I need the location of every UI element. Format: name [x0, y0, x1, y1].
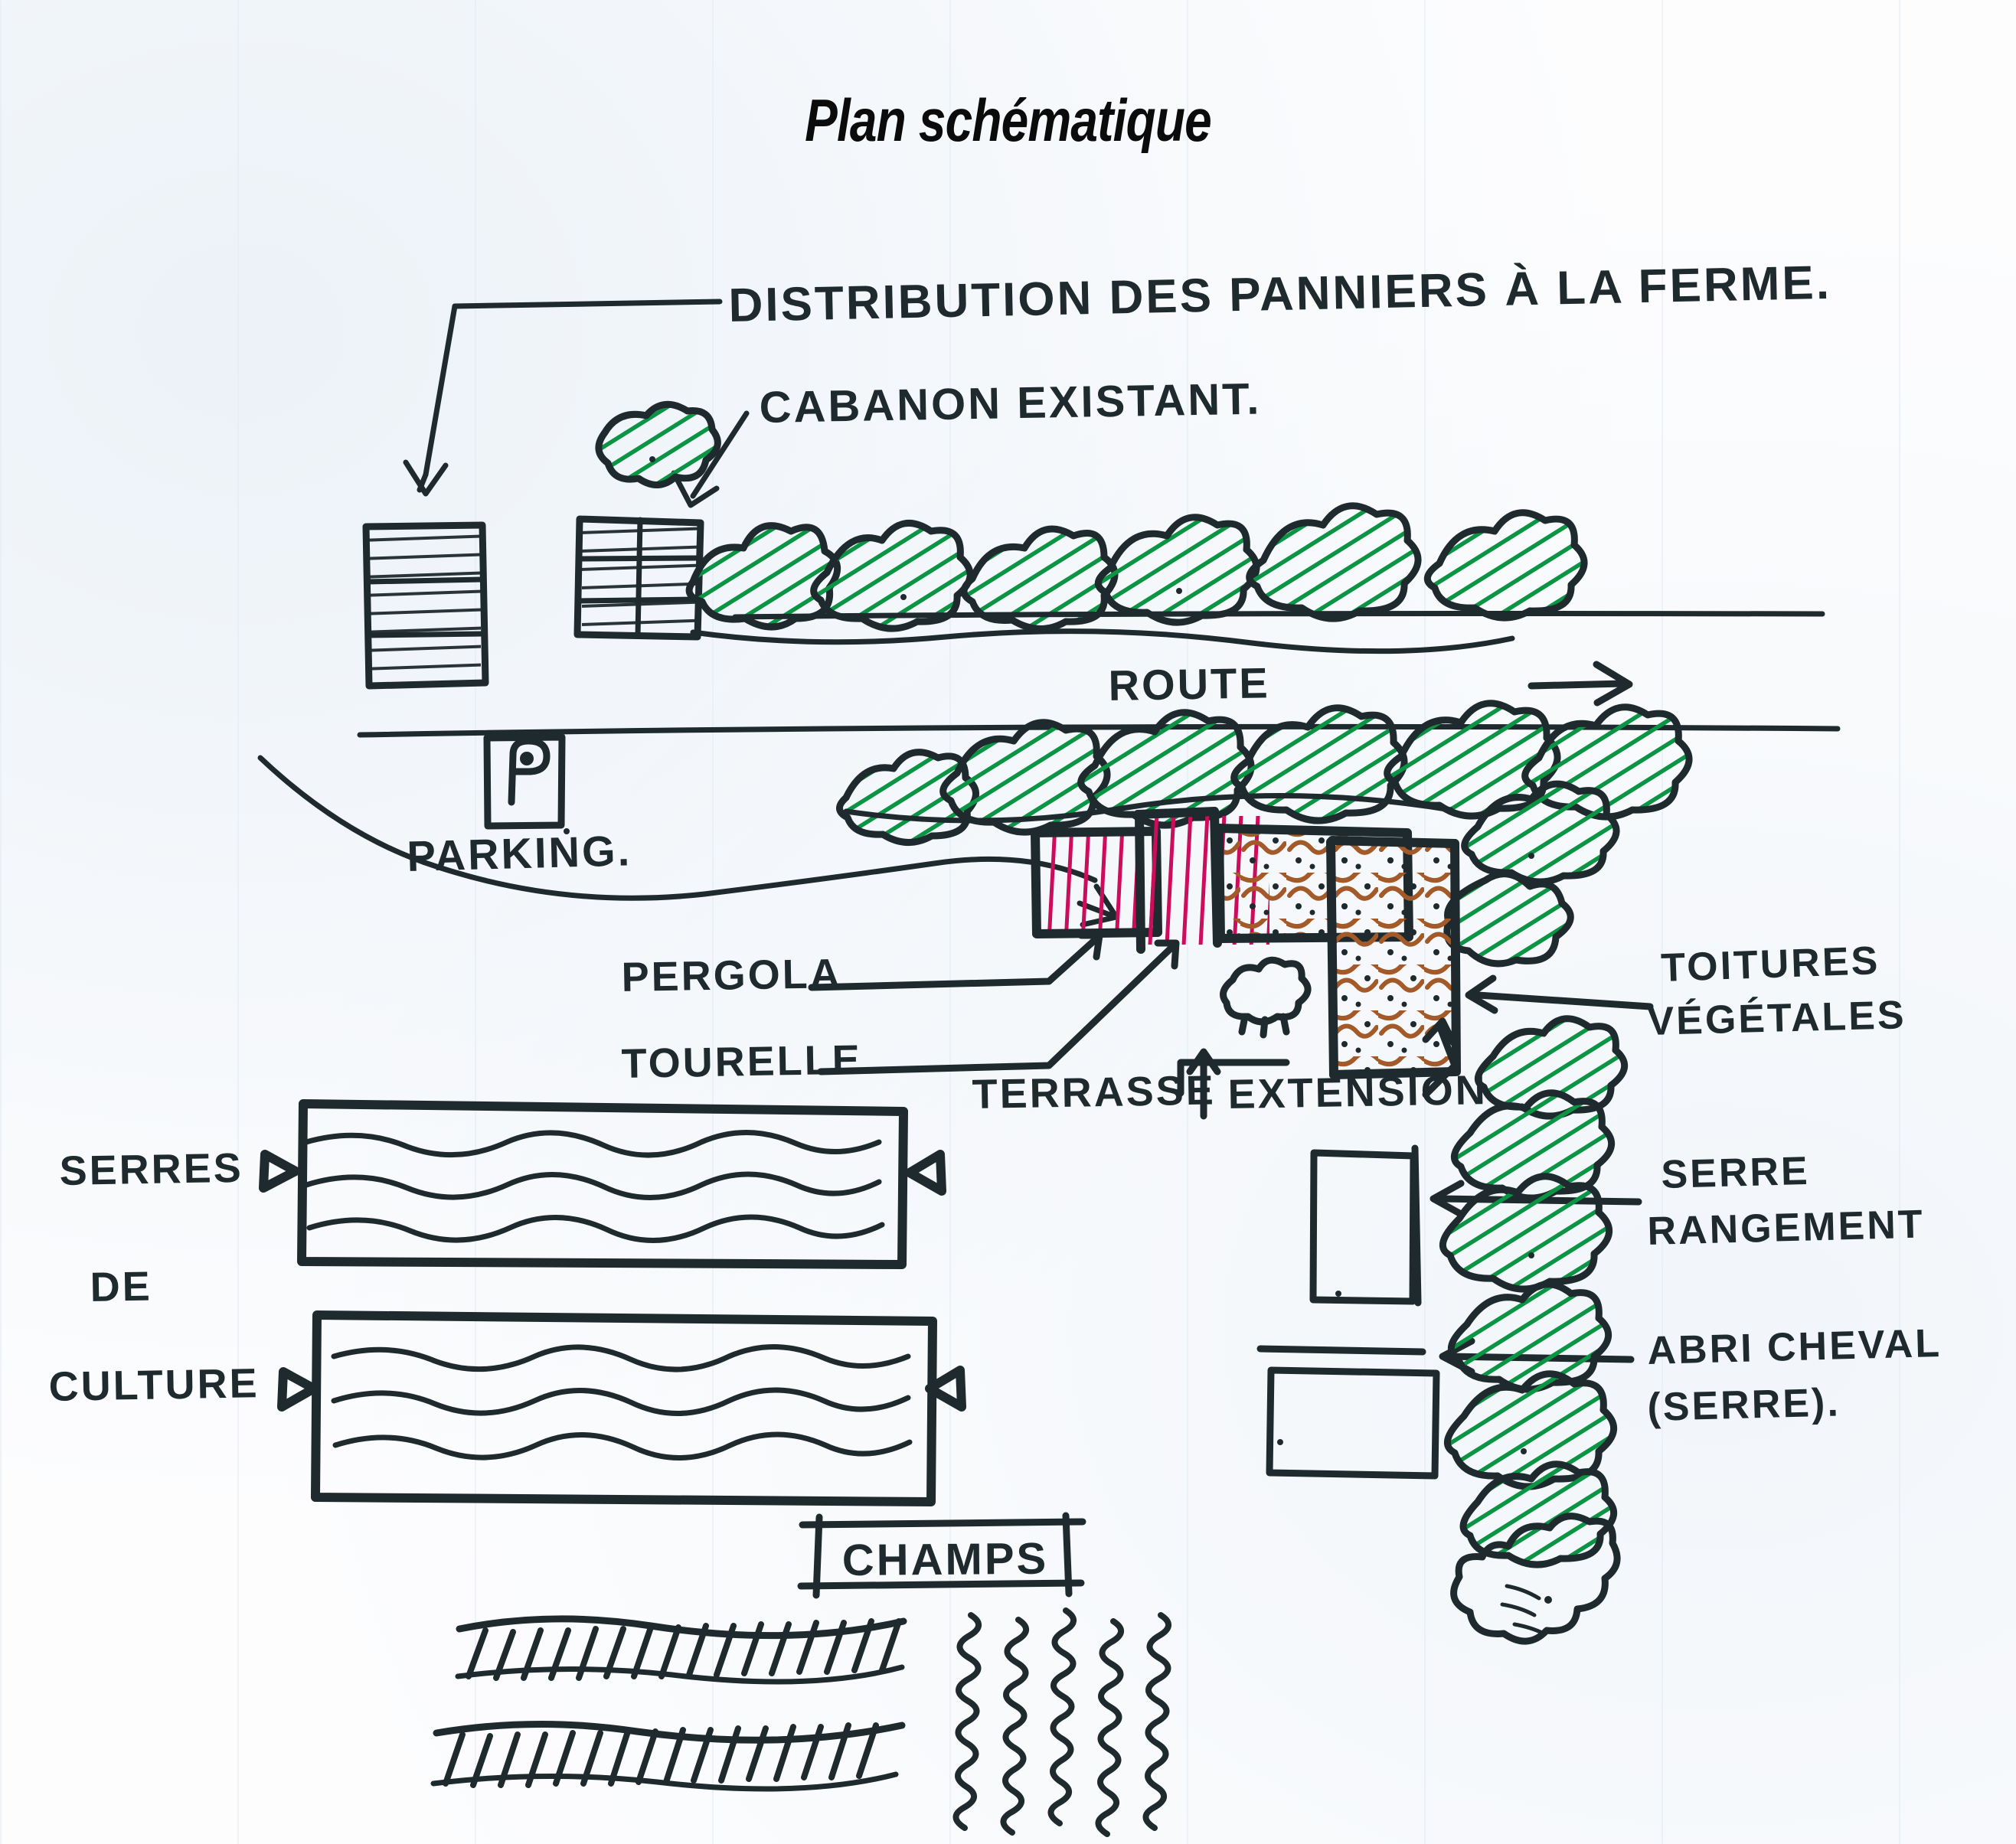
culture-greenhouse-1	[297, 1099, 908, 1269]
building-left	[362, 521, 489, 690]
road-direction-arrow	[1528, 661, 1633, 707]
label-tourelle: TOURELLE	[621, 1037, 862, 1087]
label-distribution: DISTRIBUTION DES PANNIERS À LA FERME.	[728, 256, 1832, 332]
parking-sign	[483, 733, 570, 834]
leader-distribution	[403, 299, 723, 497]
field-strip-1	[455, 1615, 907, 1685]
label-terrasse: TERRASSE	[972, 1067, 1216, 1118]
label-abri-cheval: ABRI CHEVAL	[1647, 1321, 1942, 1373]
label-route: ROUTE	[1108, 658, 1270, 710]
label-extension: EXTENSION	[1227, 1067, 1488, 1118]
culture-greenhouse-2	[311, 1310, 937, 1506]
leader-pergola	[808, 932, 1103, 991]
hedge-row-north	[685, 502, 1588, 654]
label-parking: PARKING.	[407, 826, 632, 880]
leader-tourelle	[817, 939, 1180, 1075]
label-serre: SERRE	[1661, 1149, 1811, 1197]
leader-terrasse	[1177, 1048, 1290, 1120]
label-cabanon: CABANON EXISTANT.	[759, 374, 1262, 432]
road-edge-north	[732, 611, 1825, 620]
leader-toitures-vegetales	[1465, 974, 1654, 1014]
planted-rows	[952, 1607, 1171, 1837]
bush-above-cabanon	[595, 400, 721, 488]
label-serres-culture: CULTURE	[48, 1360, 260, 1410]
label-toitures: TOITURES	[1660, 938, 1880, 991]
vegetation-column-right	[1439, 1015, 1629, 1568]
label-abri-cheval-serre: (SERRE).	[1647, 1380, 1841, 1430]
fields-label-box	[797, 1512, 1086, 1599]
horse-shelter	[1256, 1345, 1440, 1480]
label-champs: CHAMPS	[842, 1534, 1049, 1585]
storage-greenhouse	[1309, 1144, 1422, 1307]
terrasse-area	[1220, 956, 1312, 1039]
label-rangement: RANGEMENT	[1647, 1203, 1926, 1254]
extension-block	[1326, 836, 1461, 1079]
leader-extension	[1422, 1017, 1459, 1098]
label-pergola: PERGOLA	[621, 951, 842, 1000]
label-serres: SERRES	[59, 1145, 243, 1194]
building-cabanon	[573, 515, 704, 641]
greenhouse-arrows	[259, 1150, 966, 1412]
leader-cabanon	[671, 410, 750, 508]
page-title: Plan schématique	[805, 86, 1212, 154]
label-vegetales: VÉGÉTALES	[1647, 993, 1907, 1044]
hedge-east-cluster	[1443, 780, 1620, 968]
outline-shrub-bottom	[1450, 1513, 1621, 1645]
label-serres-de: DE	[90, 1264, 152, 1310]
field-strip-2	[430, 1720, 906, 1792]
